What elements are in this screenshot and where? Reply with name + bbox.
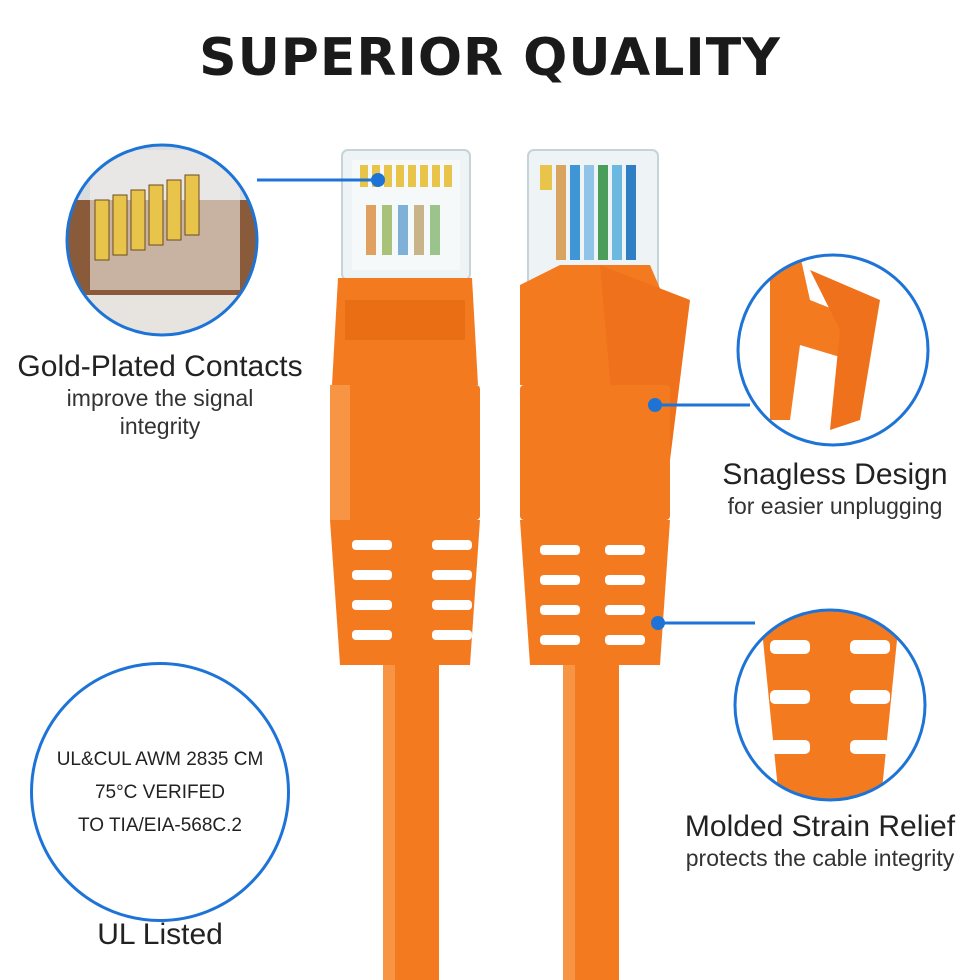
ul-line1: UL&CUL AWM 2835 CM	[56, 748, 264, 770]
ul-line3: TO TIA/EIA-568C.2	[77, 814, 243, 836]
cable-left	[383, 660, 439, 980]
strain-relief-callout	[651, 608, 927, 802]
gold-contacts-label: Gold-Plated Contacts improve the signal …	[0, 350, 320, 440]
right-connector	[520, 149, 690, 665]
ul-line2: 75°C VERIFED	[94, 781, 226, 803]
page-title: SUPERIOR QUALITY	[199, 28, 781, 88]
gold-contacts-sub-line2: integrity	[119, 413, 201, 439]
ul-listed-heading: UL Listed	[97, 918, 223, 951]
left-connector	[330, 149, 480, 665]
gold-contacts-heading: Gold-Plated Contacts	[17, 350, 303, 383]
snagless-callout	[648, 253, 930, 447]
snagless-heading: Snagless Design	[722, 458, 948, 491]
cable-right	[563, 660, 619, 980]
strain-relief-heading: Molded Strain Relief	[684, 810, 956, 843]
ul-listed-badge: UL&CUL AWM 2835 CM 75°C VERIFED TO TIA/E…	[30, 662, 290, 922]
strain-relief-label: Molded Strain Relief protects the cable …	[660, 810, 980, 872]
ul-listed-label: UL Listed	[60, 918, 260, 952]
strain-relief-sub: protects the cable integrity	[685, 845, 955, 871]
snagless-sub: for easier unplugging	[727, 493, 943, 519]
gold-contacts-sub-line1: improve the signal	[66, 385, 254, 411]
snagless-label: Snagless Design for easier unplugging	[690, 458, 980, 520]
